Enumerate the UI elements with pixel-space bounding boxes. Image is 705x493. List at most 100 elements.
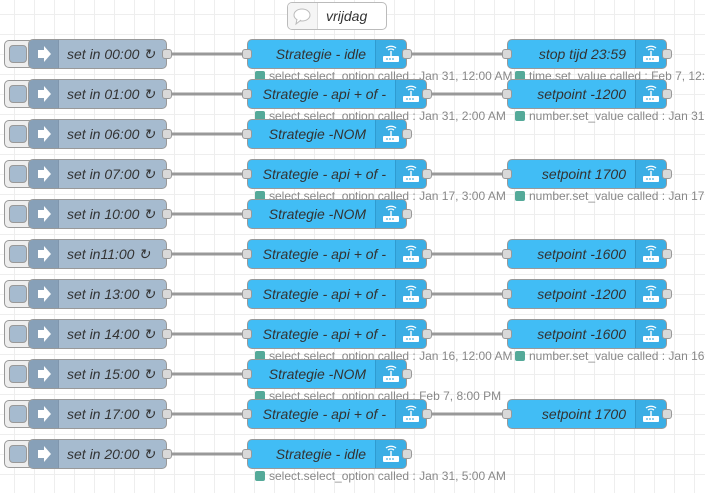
strategy-input-port[interactable] xyxy=(242,209,252,219)
target-output-port[interactable] xyxy=(662,409,672,419)
inject-output-port[interactable] xyxy=(162,89,172,99)
target-input-port[interactable] xyxy=(502,329,512,339)
strategy-input-port[interactable] xyxy=(242,449,252,459)
strategy-input-port[interactable] xyxy=(242,369,252,379)
strategy-node[interactable]: Strategie - api + of - xyxy=(247,79,427,109)
inject-output-port[interactable] xyxy=(162,409,172,419)
strategy-node[interactable]: Strategie - api + of - xyxy=(247,279,427,309)
strategy-output-port[interactable] xyxy=(422,329,432,339)
strategy-output-port[interactable] xyxy=(422,249,432,259)
inject-node[interactable]: set in 01:00 ↻ xyxy=(28,79,167,109)
inject-trigger-button[interactable] xyxy=(4,400,34,428)
inject-node[interactable]: set in 20:00 ↻ xyxy=(28,439,167,469)
inject-button-square[interactable] xyxy=(9,285,27,303)
strategy-output-port[interactable] xyxy=(402,49,412,59)
target-node[interactable]: setpoint 1700 xyxy=(507,399,667,429)
strategy-input-port[interactable] xyxy=(242,129,252,139)
inject-button-square[interactable] xyxy=(9,405,27,423)
inject-node[interactable]: set in 07:00 ↻ xyxy=(28,159,167,189)
target-node[interactable]: setpoint -1200 xyxy=(507,79,667,109)
target-output-port[interactable] xyxy=(662,89,672,99)
strategy-node[interactable]: Strategie -NOM xyxy=(247,359,407,389)
inject-button-square[interactable] xyxy=(9,205,27,223)
inject-node[interactable]: set in 15:00 ↻ xyxy=(28,359,167,389)
strategy-output-port[interactable] xyxy=(402,209,412,219)
inject-button-square[interactable] xyxy=(9,125,27,143)
strategy-input-port[interactable] xyxy=(242,249,252,259)
target-output-port[interactable] xyxy=(662,249,672,259)
target-input-port[interactable] xyxy=(502,169,512,179)
arrow-right-icon xyxy=(29,160,59,188)
strategy-input-port[interactable] xyxy=(242,329,252,339)
target-node[interactable]: stop tijd 23:59 xyxy=(507,39,667,69)
strategy-node-label: Strategie - api + of - xyxy=(262,86,386,102)
inject-output-port[interactable] xyxy=(162,129,172,139)
inject-output-port[interactable] xyxy=(162,169,172,179)
inject-node[interactable]: set in 13:00 ↻ xyxy=(28,279,167,309)
home-assistant-icon xyxy=(375,360,406,388)
strategy-output-port[interactable] xyxy=(422,409,432,419)
target-node[interactable]: setpoint -1600 xyxy=(507,239,667,269)
strategy-output-port[interactable] xyxy=(402,129,412,139)
inject-output-port[interactable] xyxy=(162,329,172,339)
comment-node[interactable]: vrijdag xyxy=(287,2,387,30)
strategy-input-port[interactable] xyxy=(242,89,252,99)
inject-output-port[interactable] xyxy=(162,369,172,379)
strategy-output-port[interactable] xyxy=(422,89,432,99)
target-output-port[interactable] xyxy=(662,329,672,339)
inject-output-port[interactable] xyxy=(162,289,172,299)
strategy-input-port[interactable] xyxy=(242,49,252,59)
inject-trigger-button[interactable] xyxy=(4,160,34,188)
inject-output-port[interactable] xyxy=(162,49,172,59)
inject-button-square[interactable] xyxy=(9,165,27,183)
inject-output-port[interactable] xyxy=(162,449,172,459)
strategy-output-port[interactable] xyxy=(422,289,432,299)
inject-node[interactable]: set in 17:00 ↻ xyxy=(28,399,167,429)
target-output-port[interactable] xyxy=(662,169,672,179)
inject-button-square[interactable] xyxy=(9,245,27,263)
strategy-node[interactable]: Strategie - idle xyxy=(247,39,407,69)
target-output-port[interactable] xyxy=(662,289,672,299)
status-text: number.set_value called : Jan 17 xyxy=(529,189,705,203)
inject-button-square[interactable] xyxy=(9,445,27,463)
strategy-output-port[interactable] xyxy=(422,169,432,179)
inject-node[interactable]: set in 06:00 ↻ xyxy=(28,119,167,149)
strategy-input-port[interactable] xyxy=(242,169,252,179)
target-output-port[interactable] xyxy=(662,49,672,59)
home-assistant-icon xyxy=(635,40,666,68)
strategy-node[interactable]: Strategie - api + of - xyxy=(247,399,427,429)
inject-node[interactable]: set in 10:00 ↻ xyxy=(28,199,167,229)
strategy-node[interactable]: Strategie - idle xyxy=(247,439,407,469)
strategy-input-port[interactable] xyxy=(242,289,252,299)
strategy-node[interactable]: Strategie - api + of - xyxy=(247,319,427,349)
strategy-node[interactable]: Strategie -NOM xyxy=(247,199,407,229)
home-assistant-icon xyxy=(635,320,666,348)
strategy-input-port[interactable] xyxy=(242,409,252,419)
target-input-port[interactable] xyxy=(502,49,512,59)
target-input-port[interactable] xyxy=(502,409,512,419)
inject-button-square[interactable] xyxy=(9,325,27,343)
target-input-port[interactable] xyxy=(502,89,512,99)
inject-node[interactable]: set in 00:00 ↻ xyxy=(28,39,167,69)
target-node-label: setpoint -1200 xyxy=(537,286,626,302)
inject-button-square[interactable] xyxy=(9,365,27,383)
inject-button-square[interactable] xyxy=(9,85,27,103)
target-node[interactable]: setpoint -1200 xyxy=(507,279,667,309)
target-input-port[interactable] xyxy=(502,289,512,299)
strategy-node[interactable]: Strategie - api + of - xyxy=(247,159,427,189)
strategy-output-port[interactable] xyxy=(402,449,412,459)
target-node[interactable]: setpoint -1600 xyxy=(507,319,667,349)
inject-trigger-button[interactable] xyxy=(4,200,34,228)
target-input-port[interactable] xyxy=(502,249,512,259)
target-node[interactable]: setpoint 1700 xyxy=(507,159,667,189)
inject-button-square[interactable] xyxy=(9,45,27,63)
strategy-output-port[interactable] xyxy=(402,369,412,379)
inject-node[interactable]: set in 14:00 ↻ xyxy=(28,319,167,349)
inject-output-port[interactable] xyxy=(162,249,172,259)
strategy-node[interactable]: Strategie -NOM xyxy=(247,119,407,149)
inject-node[interactable]: set in11:00 ↻ xyxy=(28,239,167,269)
strategy-node[interactable]: Strategie - api + of - xyxy=(247,239,427,269)
inject-output-port[interactable] xyxy=(162,209,172,219)
